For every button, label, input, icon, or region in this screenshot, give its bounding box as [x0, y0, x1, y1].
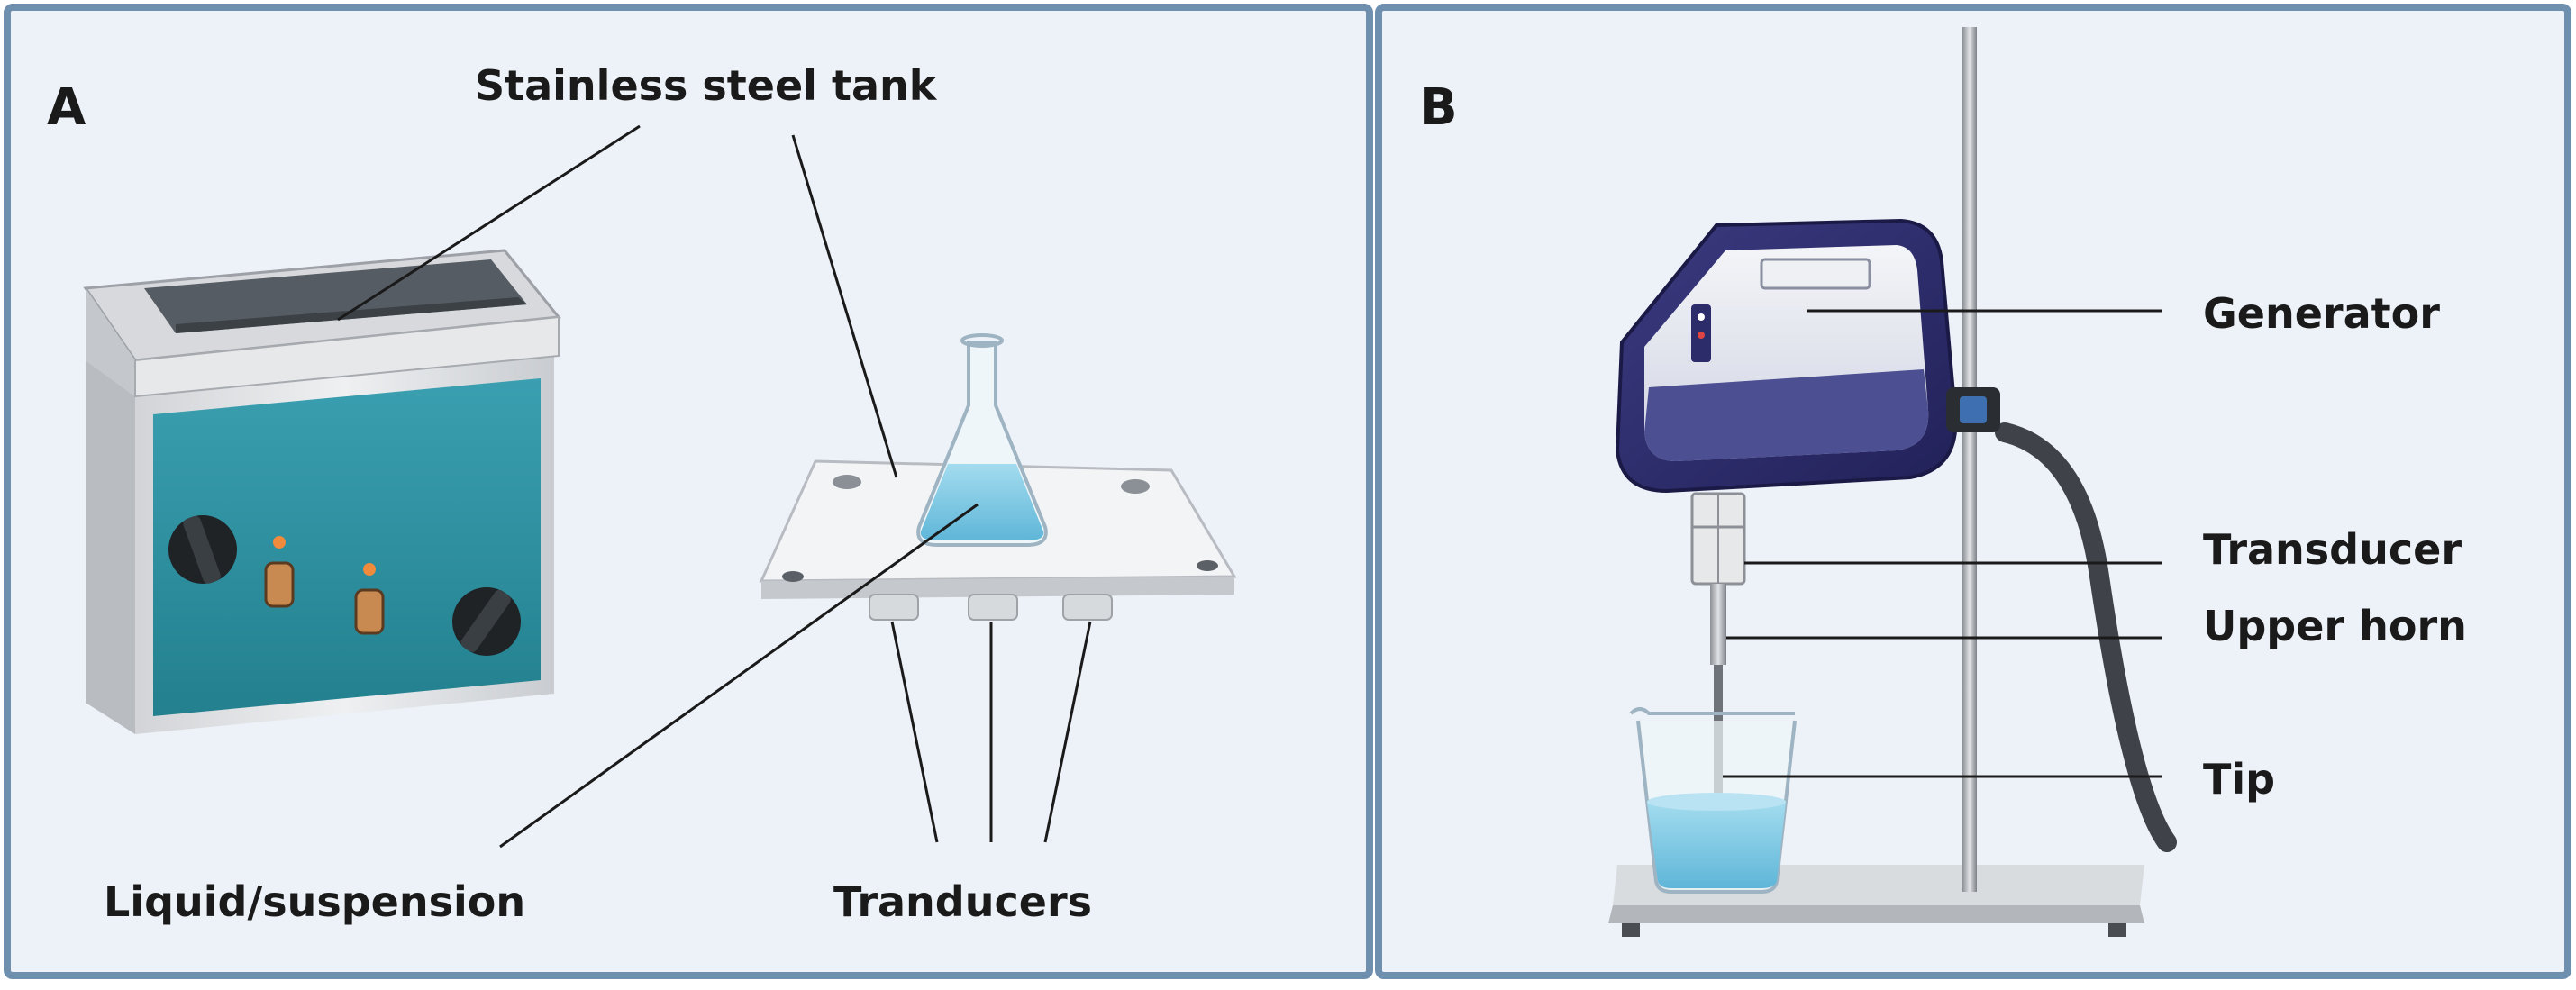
cable — [1995, 422, 2177, 852]
label-tranducers: Tranducers — [833, 877, 1093, 926]
switch-right-icon — [354, 563, 385, 635]
panel-a-leader-lines — [337, 124, 1092, 849]
transducer-1 — [869, 594, 919, 621]
transducer-plate — [759, 459, 1237, 621]
upper-horn — [1710, 584, 1726, 665]
label-liquid-suspension: Liquid/suspension — [104, 877, 526, 926]
label-transducer: Transducer — [2203, 525, 2462, 574]
transducer-3 — [1062, 594, 1113, 621]
knob-right-icon — [452, 587, 521, 656]
stand-rod — [1962, 27, 1977, 892]
beaker — [1629, 707, 1797, 894]
leader-transducer-3 — [1043, 621, 1092, 843]
panel-a-frame — [4, 4, 1373, 979]
knob-left-icon — [168, 515, 237, 584]
label-upper-horn: Upper horn — [2203, 602, 2467, 650]
panel-b-letter: B — [1419, 78, 1458, 137]
leader-transducer-1 — [890, 621, 939, 843]
leader-liquid — [499, 503, 979, 849]
label-generator: Generator — [2203, 289, 2440, 338]
transducer-2 — [968, 594, 1018, 621]
leader-tank-1 — [337, 124, 641, 322]
panel-b-leader-lines — [1723, 309, 2162, 778]
switch-left-icon — [264, 536, 295, 608]
erlenmeyer-flask — [916, 333, 1048, 547]
panel-a-letter: A — [47, 78, 86, 137]
generator — [1615, 218, 2000, 494]
leader-tank-2 — [791, 134, 898, 478]
generator-display — [1760, 258, 1871, 290]
ultrasonic-bath — [83, 249, 561, 734]
label-stainless-steel-tank: Stainless steel tank — [475, 61, 937, 110]
label-tip: Tip — [2203, 755, 2276, 804]
transducer-unit — [1690, 492, 1746, 586]
